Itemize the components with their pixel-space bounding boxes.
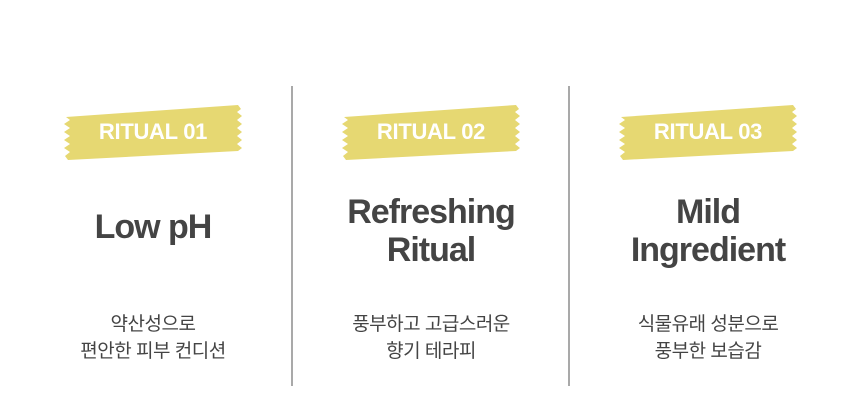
column-divider: [568, 86, 570, 386]
ritual-description-line: 식물유래 성분으로: [637, 314, 779, 335]
ritual-card-3: RITUAL 03 Mild Ingredient 식물유래 성분으로 풍부한 …: [569, 0, 847, 417]
ritual-title-line: Ingredient: [630, 231, 786, 269]
ritual-description: 풍부하고 고급스러운 향기 테라피: [292, 311, 570, 365]
column-divider: [291, 86, 293, 386]
ritual-title-line: Ritual: [386, 231, 476, 269]
ritual-title-line: Mild: [676, 193, 741, 231]
ritual-description-line: 향기 테라피: [386, 341, 476, 362]
ritual-badge-tape: RITUAL 03: [617, 102, 799, 162]
tape-shape-icon: [64, 105, 242, 160]
ritual-badge-tape: RITUAL 01: [62, 102, 244, 162]
ritual-description-line: 풍부한 보습감: [654, 341, 762, 362]
ritual-card-2: RITUAL 02 Refreshing Ritual 풍부하고 고급스러운 향…: [292, 0, 570, 417]
ritual-badge-label: RITUAL 03: [653, 119, 763, 144]
ritual-description-line: 약산성으로: [110, 314, 196, 335]
ritual-badge-tape: RITUAL 02: [340, 102, 522, 162]
ritual-description: 식물유래 성분으로 풍부한 보습감: [569, 311, 847, 365]
ritual-card-1: RITUAL 01 Low pH 약산성으로 편안한 피부 컨디션: [14, 0, 292, 417]
tape-shape-icon: [342, 105, 520, 160]
tape-shape-icon: [619, 105, 797, 160]
ritual-title-line: Low pH: [94, 208, 213, 246]
ritual-title: Refreshing Ritual: [292, 193, 570, 269]
ritual-description: 약산성으로 편안한 피부 컨디션: [14, 311, 292, 365]
ritual-badge-label: RITUAL 01: [98, 119, 208, 144]
ritual-badge-label: RITUAL 02: [376, 119, 486, 144]
ritual-title: Low pH: [14, 208, 292, 246]
ritual-description-line: 편안한 피부 컨디션: [80, 341, 226, 362]
ritual-title: Mild Ingredient: [569, 193, 847, 269]
ritual-title-line: Refreshing: [347, 193, 516, 231]
ritual-description-line: 풍부하고 고급스러운: [352, 314, 510, 335]
